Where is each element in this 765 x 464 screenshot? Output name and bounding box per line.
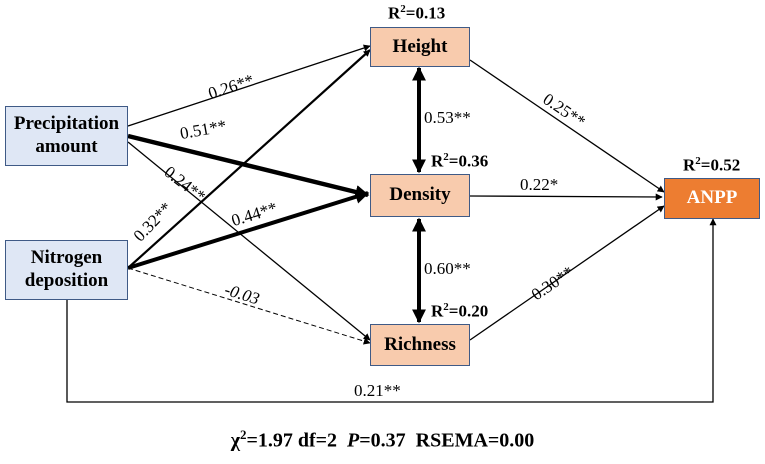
r2-height: R2=0.13 <box>388 3 446 23</box>
arrow-nitrogen-richness <box>127 267 371 345</box>
fit-rsema: RSEMA=0.00 <box>415 429 535 452</box>
coef-density-anpp: 0.22* <box>520 175 559 194</box>
r2-richness-value: 0.20 <box>458 301 489 321</box>
r2-richness: R2=0.20 <box>431 301 489 321</box>
node-height-label: Height <box>392 35 448 57</box>
fit-p-label: P <box>347 429 360 452</box>
r2-height-value: 0.13 <box>415 3 446 23</box>
fit-df: df=2 <box>297 429 338 452</box>
fit-chi-value: =1.97 <box>246 429 293 452</box>
node-anpp: ANPP <box>664 178 760 219</box>
coef-height-density: 0.53** <box>424 108 471 127</box>
r2-anpp: R2=0.52 <box>683 155 741 175</box>
r2-density-value: 0.36 <box>458 151 489 171</box>
arrow-richness-anpp <box>469 205 665 341</box>
coef-density-richness: 0.60** <box>424 259 471 278</box>
arrow-precip-height <box>127 44 371 127</box>
node-precipitation-amount: Precipitation amount <box>5 106 128 166</box>
node-precipitation-label: Precipitation amount <box>13 113 120 157</box>
arrow-nitrogen-anpp <box>66 218 717 403</box>
arrow-nitrogen-height <box>127 49 371 269</box>
coef-nitrogen-anpp: 0.21** <box>354 381 401 400</box>
node-height: Height <box>370 27 470 67</box>
arrow-density-anpp <box>469 193 663 201</box>
node-richness: Richness <box>370 324 470 366</box>
node-nitrogen-label: Nitrogen deposition <box>24 247 109 291</box>
node-density-label: Density <box>389 184 451 206</box>
node-anpp-label: ANPP <box>686 187 738 209</box>
node-richness-label: Richness <box>384 333 456 355</box>
node-density: Density <box>370 174 470 217</box>
fit-p-value: =0.37 <box>359 429 406 452</box>
arrow-precip-density <box>127 133 370 199</box>
r2-density: R2=0.36 <box>431 151 489 171</box>
model-fit-statistics: χ2=1.97 df=2 P=0.37 RSEMA=0.00 <box>230 427 535 452</box>
arrow-nitrogen-density <box>127 190 370 270</box>
arrow-height-anpp <box>469 59 665 193</box>
arrow-precip-richness <box>127 141 371 341</box>
r2-anpp-value: 0.52 <box>710 155 741 175</box>
fit-chi-symbol: χ <box>230 429 240 452</box>
node-nitrogen-deposition: Nitrogen deposition <box>5 240 128 300</box>
